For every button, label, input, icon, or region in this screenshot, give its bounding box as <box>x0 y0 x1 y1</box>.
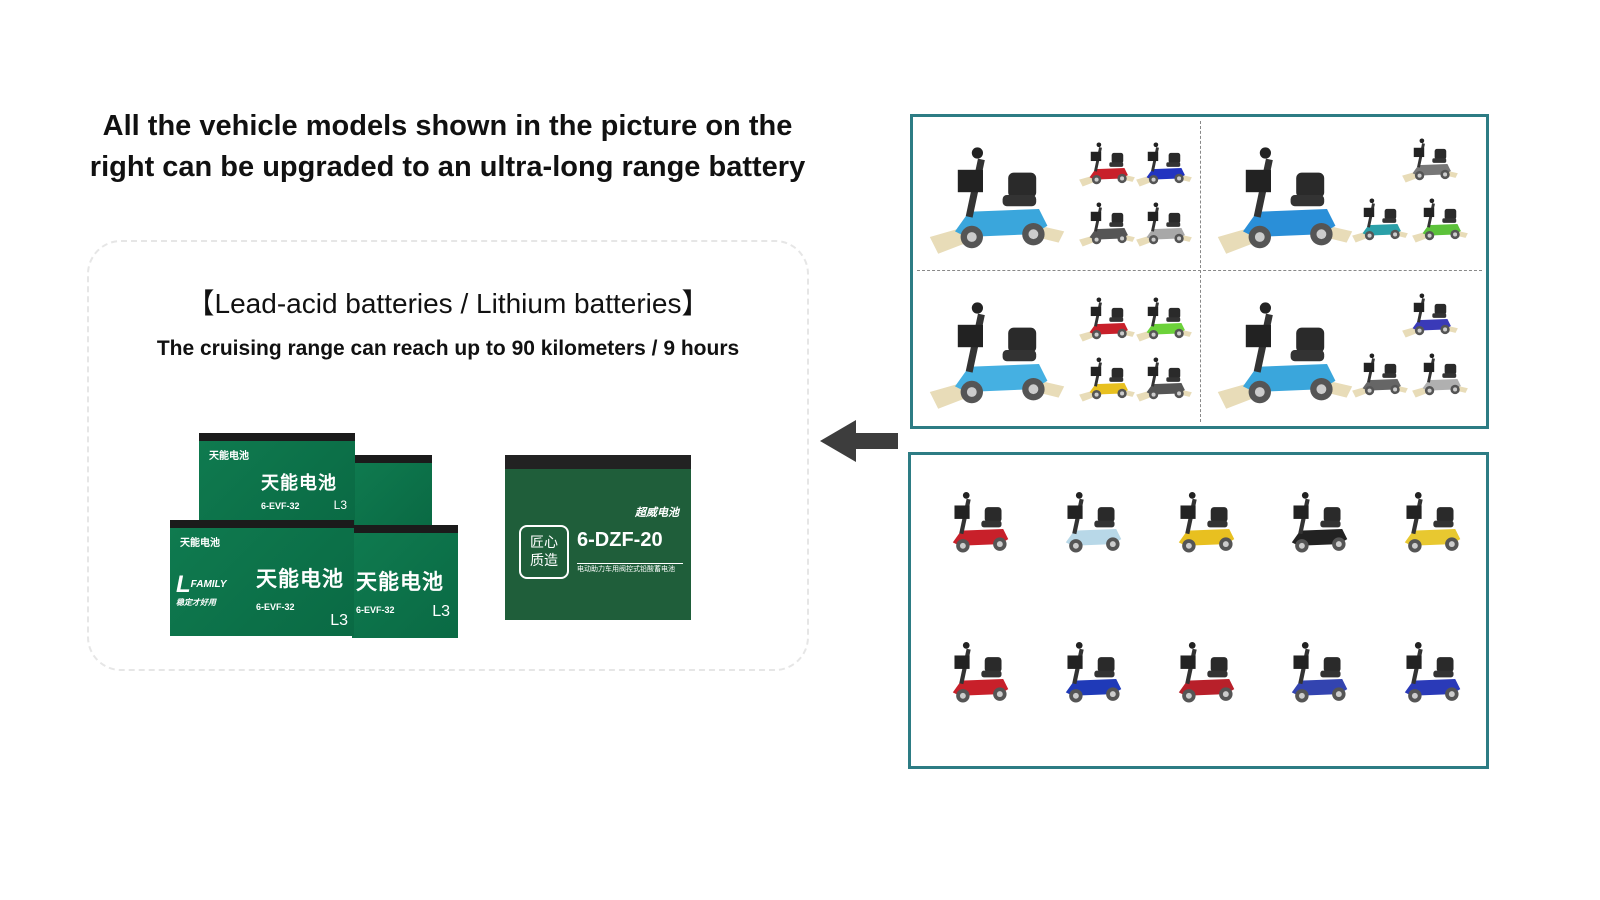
cleaning-scooter-variant <box>1401 135 1459 189</box>
mobility-scooter <box>1388 637 1472 713</box>
battery-model: 6-DZF-20 <box>577 529 663 551</box>
mobility-scooter <box>1388 487 1472 563</box>
cleaning-scooter-variant <box>1078 294 1136 348</box>
divider-horizontal <box>917 270 1482 271</box>
battery-logo: 天能电池 <box>209 451 249 462</box>
cleaning-scooter-variant <box>1401 290 1459 344</box>
battery-tianneng-front-left: 天能电池 LFAMILY 稳定才好用 天能电池 6-EVF-32 L3 <box>170 520 354 636</box>
cleaning-scooter-variant <box>1411 195 1469 249</box>
battery-seal: 匠心质造 <box>519 525 569 579</box>
heading-line-2: right can be upgraded to an ultra-long r… <box>89 151 806 183</box>
battery-tianneng-back-right <box>352 455 432 525</box>
battery-grade: L3 <box>432 603 450 620</box>
mobility-scooter <box>936 487 1020 563</box>
battery-slogan: 稳定才好用 <box>176 598 216 607</box>
range-text: The cruising range can reach up to 90 ki… <box>156 337 740 360</box>
mobility-scooters-panel <box>908 452 1489 769</box>
mobility-scooter <box>1049 487 1133 563</box>
battery-model: 6-EVF-32 <box>261 501 300 511</box>
battery-grade: L3 <box>333 498 347 512</box>
battery-grade: L3 <box>330 612 348 629</box>
cleaning-scooter-variant <box>1135 139 1193 193</box>
mobility-scooter <box>1162 637 1246 713</box>
cleaning-scooter-variant <box>1135 354 1193 408</box>
battery-brand: 天能电池 <box>261 473 337 493</box>
cleaning-scooter-variant <box>1135 199 1193 253</box>
cleaning-scooter-variant <box>1135 294 1193 348</box>
page-heading: All the vehicle models shown in the pict… <box>10 106 885 188</box>
mobility-scooter <box>1275 487 1359 563</box>
mobility-scooter <box>1275 637 1359 713</box>
battery-logo: 天能电池 <box>180 538 220 549</box>
battery-card <box>87 240 809 671</box>
mobility-scooter <box>1162 487 1246 563</box>
battery-types: 【Lead-acid batteries / Lithium batteries… <box>186 288 710 319</box>
cleaning-scooter-main <box>1215 294 1355 418</box>
cleaning-scooter-variant <box>1078 139 1136 193</box>
divider-vertical <box>1200 121 1201 422</box>
cleaning-scooter-variant <box>1078 199 1136 253</box>
cleaning-scooter-main <box>1215 139 1355 263</box>
cleaning-scooter-variant <box>1078 354 1136 408</box>
cleaning-scooter-main <box>927 139 1067 263</box>
arrow-left-icon <box>820 420 898 462</box>
battery-brand: 天能电池 <box>356 571 444 594</box>
battery-family-mark: LFAMILY 稳定才好用 <box>176 571 240 608</box>
cleaning-scooters-panel <box>910 114 1489 429</box>
battery-family: FAMILY <box>190 579 227 590</box>
battery-chaowei: 超威电池 匠心质造 6-DZF-20 电动助力车用阀控式铅酸蓄电池 <box>505 455 691 620</box>
battery-desc: 电动助力车用阀控式铅酸蓄电池 <box>577 563 683 574</box>
battery-model: 6-EVF-32 <box>356 605 395 615</box>
battery-logo: 超威电池 <box>635 507 679 519</box>
cleaning-scooter-main <box>927 294 1067 418</box>
cleaning-scooter-variant <box>1351 350 1409 404</box>
cleaning-scooter-variant <box>1411 350 1469 404</box>
heading-line-1: All the vehicle models shown in the pict… <box>102 110 793 142</box>
battery-model: 6-EVF-32 <box>256 602 295 612</box>
mobility-scooter <box>1049 637 1133 713</box>
battery-family-row: LFAMILY <box>176 571 227 598</box>
mobility-scooter <box>936 637 1020 713</box>
cleaning-scooter-variant <box>1351 195 1409 249</box>
battery-tianneng-front-right: 天能电池 6-EVF-32 L3 <box>352 525 458 638</box>
battery-brand: 天能电池 <box>256 568 344 591</box>
battery-tianneng-back-left: 天能电池 天能电池 6-EVF-32 L3 <box>199 433 355 525</box>
